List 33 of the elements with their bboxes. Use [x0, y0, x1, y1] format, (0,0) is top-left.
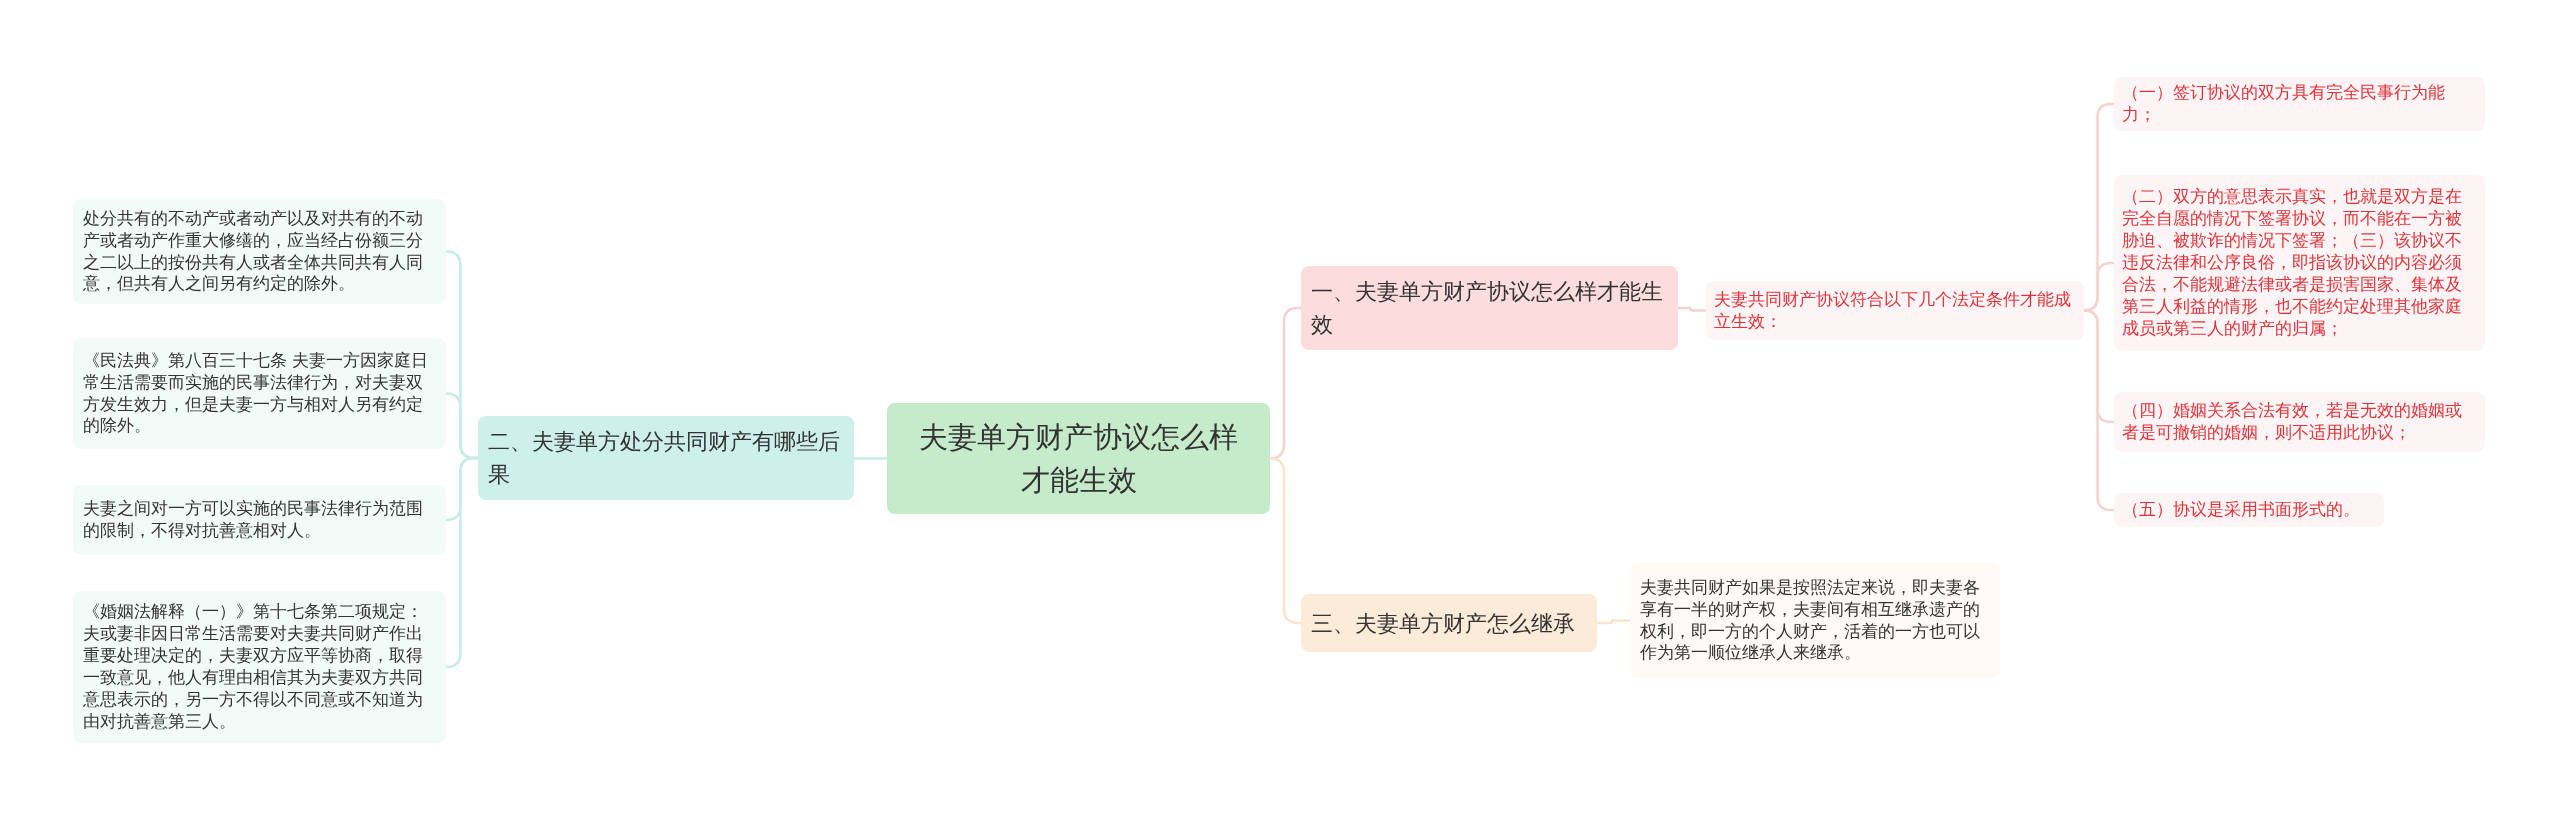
subtopic-box: [1630, 563, 2000, 678]
topic-box: [1301, 266, 1678, 350]
topic-text: 二、夫妻单方处分共同财产有哪些后果: [488, 428, 841, 489]
topic-text: 《民法典》第八百三十七条 夫妻一方因家庭日常生活需要而实施的民事法律行为，对夫妻双方发生效力，但是夫妻一方与相对人另有约定的除外。: [83, 349, 430, 438]
topic-text: 夫妻共同财产如果是按照法定来说，即夫妻各享有一半的财产权，夫妻间有相互继承遗产的权利，即一方的个人财产，活着的一方也可以作为第一顺位继承人来继承。: [1640, 576, 1981, 665]
connector-line: [854, 457, 887, 460]
subtopic-box: [73, 199, 446, 304]
subtopic-box: [73, 591, 446, 743]
subtopic-box: [2114, 77, 2485, 131]
topic-text: （二）双方的意思表示真实，也就是双方是在完全自愿的情况下签署协议，而不能在一方被胁迫、被欺诈的情况下签署；（三）该协议不违反法律和公序良俗，即指该协议的内容必须合法，不能规避法律或者是损害国家、集体及第三人利益的情形，也不能约定处理其他家庭成员或第三人的财产的归属；: [2122, 186, 2463, 340]
topic-text: （五）协议是采用书面形式的。: [2122, 499, 2360, 521]
connector-line: [1268, 457, 1301, 625]
root-topic-box: [887, 403, 1270, 514]
topic-text: 三、夫妻单方财产怎么继承: [1311, 609, 1575, 638]
topic-text: 处分共有的不动产或者动产以及对共有的不动产或者动产作重大修缮的，应当经占份额三分之二以上的按份共有人或者全体共同共有人同意，但共有人之间另有约定的除外。: [83, 207, 424, 296]
topic-text: 《婚姻法解释（一）》第十七条第二项规定：夫或妻非因日常生活需要对夫妻共同财产作出重要处理决定的，夫妻双方应平等协商，取得一致意见，他人有理由相信其为夫妻双方共同意思表示的，另一方不得以不同意或不知道为由对抗善意第三人。: [83, 601, 424, 733]
subtopic-box: [2114, 392, 2485, 452]
topic-text: 夫妻单方财产协议怎么样才能生效: [918, 419, 1239, 499]
topic-box: [1301, 594, 1597, 652]
connector-line: [1597, 619, 1630, 625]
subtopic-box: [1706, 281, 2084, 340]
topic-text: 夫妻共同财产协议符合以下几个法定条件才能成立生效：: [1714, 288, 2072, 333]
topic-box: [478, 416, 854, 500]
topic-text: （四）婚姻关系合法有效，若是无效的婚姻或者是可撤销的婚姻，则不适用此协议；: [2122, 400, 2463, 444]
topic-text: 夫妻之间对一方可以实施的民事法律行为范围的限制，不得对抗善意相对人。: [83, 498, 424, 542]
subtopic-box: [2114, 493, 2384, 527]
connector-line: [1678, 306, 1706, 312]
topic-text: 一、夫妻单方财产协议怎么样才能生效: [1311, 278, 1664, 339]
connector-line: [445, 456, 478, 669]
topic-text: （一）签订协议的双方具有完全民事行为能力；: [2122, 82, 2446, 126]
subtopic-box: [73, 338, 446, 449]
subtopic-box: [73, 485, 446, 555]
subtopic-box: [2114, 175, 2485, 351]
